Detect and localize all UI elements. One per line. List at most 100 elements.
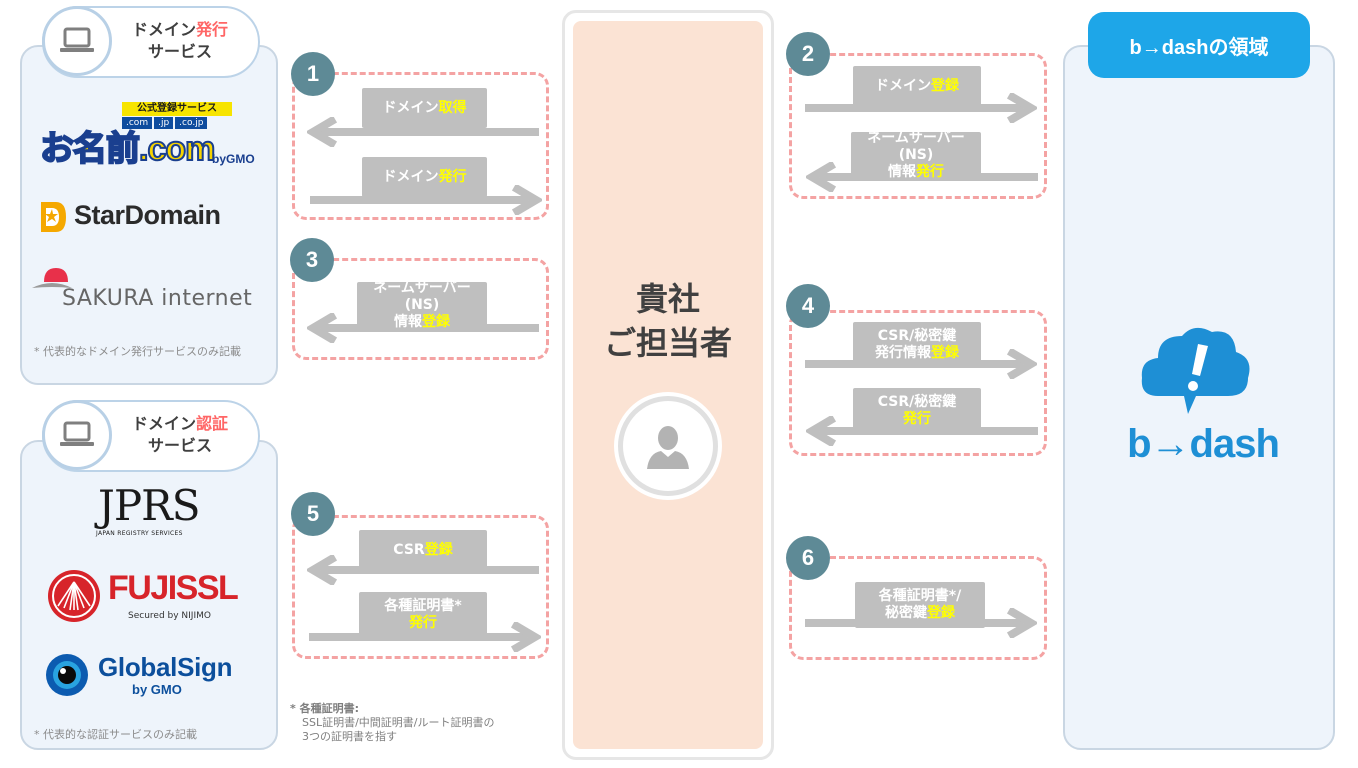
arrow-right-icon	[310, 185, 542, 215]
domain-service-note: * 代表的なドメイン発行サービスのみ記載	[34, 345, 241, 358]
chip-accent: 発行	[903, 411, 931, 427]
step-3-box	[292, 258, 549, 360]
step-1-bottom-label: ドメイン発行	[362, 157, 487, 197]
footnote-line1: SSL証明書/中間証明書/ルート証明書の	[302, 716, 495, 729]
chip-accent: 登録	[931, 77, 959, 94]
sakura-mark-icon	[32, 268, 72, 288]
chip-accent: 発行	[438, 168, 467, 185]
laptop-icon	[60, 421, 94, 446]
step-3-label: ネームサーバー(NS) 情報登録	[357, 280, 487, 330]
cert-service-title: ドメイン認証 サービス	[110, 413, 250, 457]
bdash-logo-text: b→dash	[1127, 422, 1280, 466]
title-line2: サービス	[147, 42, 212, 61]
chip-accent: 登録	[927, 605, 955, 621]
step-6-badge: 6	[786, 536, 830, 580]
title-accent: 発行	[196, 20, 229, 39]
stardomain-mark-icon	[41, 202, 66, 232]
onamae-logo: 公式登録サービス .com .jp .co.jp お名前.com byGMO	[39, 102, 262, 172]
step-1-top-label: ドメイン取得	[362, 88, 487, 128]
stardomain-text: StarDomain	[74, 200, 221, 230]
bdash-cloud-icon	[1141, 327, 1250, 414]
step-5-top-label: CSR登録	[359, 530, 487, 570]
chip-accent: 登録	[424, 541, 453, 558]
chip-text: ドメイン	[382, 99, 439, 116]
chip-accent: 発行	[916, 163, 944, 180]
stardomain-logo: StarDomain	[38, 198, 260, 238]
arrow-right-icon	[805, 93, 1037, 123]
title-text: ドメイン	[131, 414, 196, 433]
footnote: * 各種証明書: SSL証明書/中間証明書/ルート証明書の 3つの証明書を指す	[290, 702, 495, 744]
domain-service-title: ドメイン発行 サービス	[110, 19, 250, 63]
pc-circle	[42, 400, 112, 470]
jprs-text: JPRS	[98, 481, 200, 530]
step-4-box	[789, 310, 1047, 456]
step-5-bottom-label: 各種証明書* 発行	[359, 592, 487, 638]
cert-service-note: * 代表的な認証サービスのみ記載	[34, 728, 197, 741]
fujissl-text: FUJISSL	[108, 569, 239, 607]
chip-accent: 取得	[438, 99, 467, 116]
bdash-area-tab: b→dashの領域	[1088, 12, 1310, 78]
chip-text: 情報	[888, 163, 916, 180]
client-column	[562, 10, 774, 760]
step-2-top-label: ドメイン登録	[853, 66, 981, 106]
step-2-badge: 2	[786, 32, 830, 76]
arrow-left-icon	[307, 117, 539, 147]
step-4-bottom-label: CSR/秘密鍵 発行	[853, 388, 981, 434]
footnote-line2: 3つの証明書を指す	[302, 730, 397, 743]
chip-accent: 登録	[931, 345, 959, 361]
arrow-left-icon	[307, 555, 539, 585]
fujissl-mark-icon	[48, 570, 100, 622]
onamae-tld: .com	[122, 117, 153, 129]
title-accent: 認証	[196, 414, 229, 433]
pc-circle	[42, 6, 112, 76]
chip-accent: 発行	[409, 615, 437, 631]
chip-text: 情報	[394, 313, 422, 330]
footnote-title: * 各種証明書:	[290, 702, 359, 715]
onamae-top-label: 公式登録サービス	[122, 102, 232, 116]
onamae-tld: .jp	[154, 117, 174, 129]
laptop-icon	[60, 27, 94, 52]
chip-text: 発行情報	[875, 345, 931, 361]
client-title-line1: 貴社	[635, 280, 700, 318]
step-6-box	[789, 556, 1047, 660]
globalsign-text: GlobalSign	[98, 652, 233, 682]
bdash-logo: b→dash	[1118, 318, 1288, 478]
step-1-box	[292, 72, 549, 220]
step-1-badge: 1	[291, 52, 335, 96]
person-avatar-inner	[623, 401, 713, 491]
onamae-by: byGMO	[212, 152, 255, 166]
title-text: ドメイン	[131, 20, 196, 39]
step-6-label: 各種証明書*/ 秘密鍵登録	[855, 582, 985, 628]
chip-text: 各種証明書*/	[878, 588, 962, 604]
chip-text: 秘密鍵	[885, 605, 927, 621]
step-3-badge: 3	[290, 238, 334, 282]
jprs-logo: JPRS JAPAN REGISTRY SERVICES	[80, 482, 220, 542]
chip-text: ドメイン	[875, 77, 931, 94]
jprs-sub: JAPAN REGISTRY SERVICES	[96, 530, 183, 537]
onamae-tld: .co.jp	[175, 117, 208, 129]
title-line2: サービス	[147, 436, 212, 455]
sakura-logo: SAKURA internet	[30, 264, 270, 314]
chip-text: CSR/秘密鍵	[877, 394, 957, 410]
globalsign-logo: GlobalSign by GMO	[44, 652, 264, 702]
chip-accent: 登録	[422, 313, 450, 330]
chip-text: CSR	[393, 541, 425, 558]
chip-text: ドメイン	[382, 168, 439, 185]
chip-text: ネームサーバー(NS)	[867, 129, 965, 163]
onamae-tlds: .com .jp .co.jp	[122, 117, 208, 129]
onamae-main: お名前.com	[39, 129, 216, 169]
client-column-inner	[573, 21, 763, 749]
step-5-box	[292, 515, 549, 659]
fujissl-logo: FUJISSL Secured by NIJIMO	[46, 568, 262, 628]
step-2-box	[789, 53, 1047, 199]
client-title-line2: ご担当者	[603, 324, 732, 362]
globalsign-by: by GMO	[132, 682, 182, 697]
step-4-badge: 4	[786, 284, 830, 328]
person-icon	[647, 426, 689, 469]
arrow-left-icon	[307, 313, 539, 343]
chip-text: CSR/秘密鍵	[877, 328, 957, 344]
globalsign-mark-icon	[46, 654, 88, 696]
fujissl-sub: Secured by NIJIMO	[128, 611, 211, 621]
chip-text: 各種証明書*	[384, 598, 462, 614]
person-avatar	[614, 392, 722, 500]
